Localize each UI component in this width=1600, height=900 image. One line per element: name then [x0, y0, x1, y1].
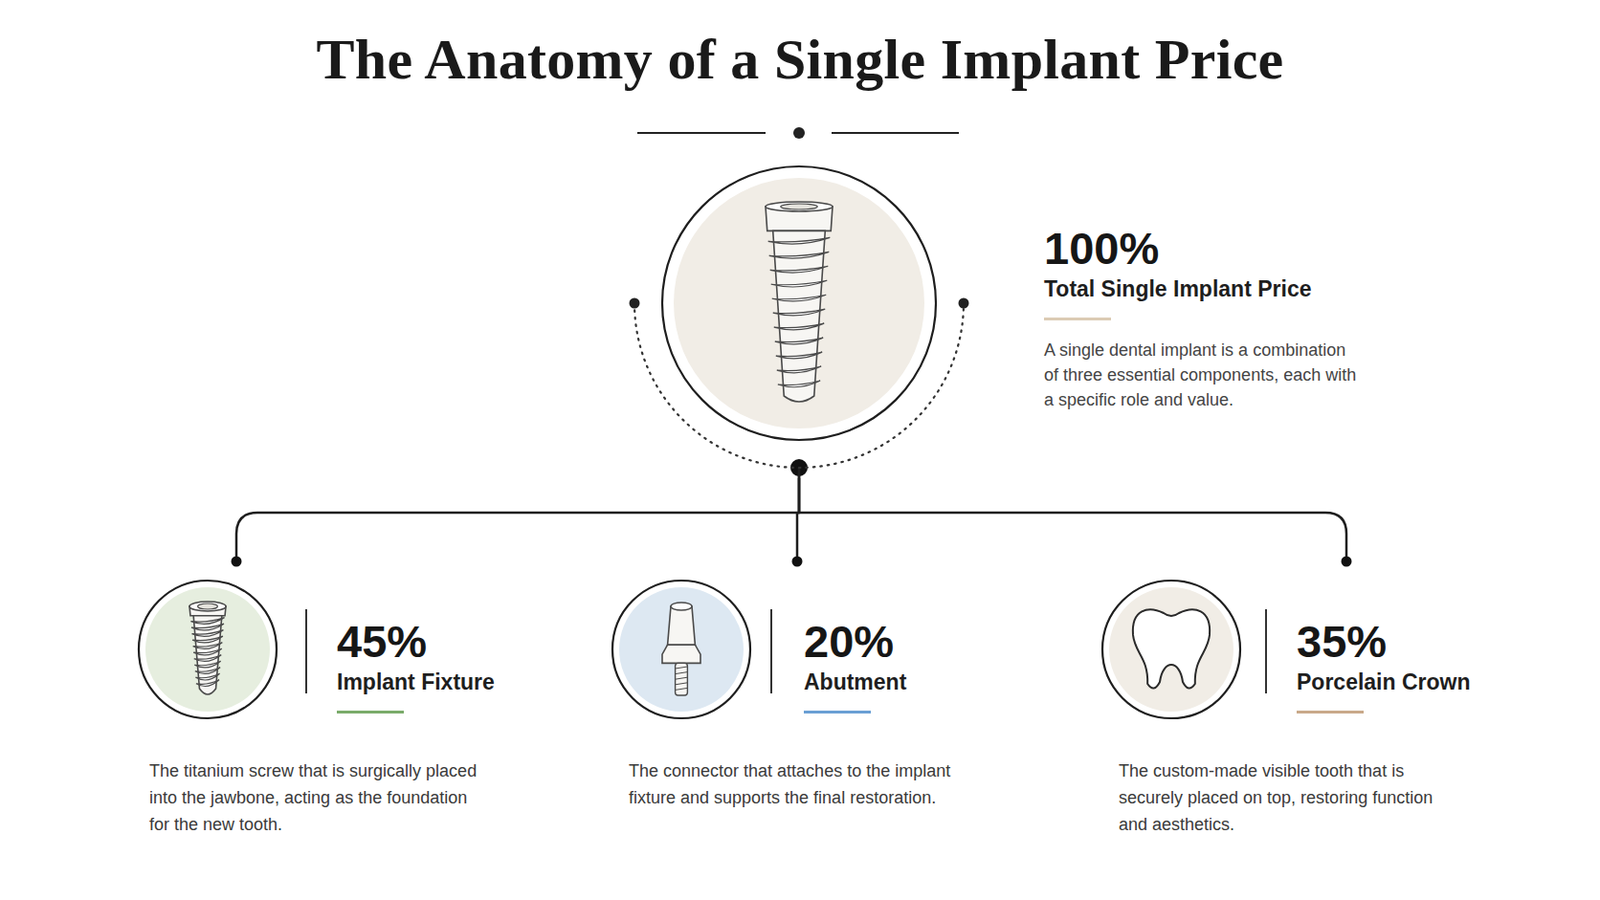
branch-connector [799, 467, 1353, 568]
end-dot [1341, 556, 1353, 568]
crown-tooth [1133, 609, 1210, 689]
diagram-title: The Anatomy of a Single Implant Price [0, 26, 1600, 93]
implant-thread [775, 337, 823, 345]
implant-thread [768, 237, 831, 245]
icon-circle-fill [673, 177, 925, 429]
percentage: 20% [803, 617, 996, 667]
icon-circle [1102, 580, 1241, 719]
icon-circle [662, 166, 936, 441]
description: The titanium screw that is surgically pl… [149, 757, 480, 839]
description-column: The titanium screw that is surgically pl… [149, 757, 480, 839]
text-column: 45%Implant Fixture [336, 617, 538, 714]
text-column: 100%Total Single Implant Price A single d… [1044, 223, 1360, 413]
icon-circle [138, 580, 277, 719]
implant-drawing [189, 601, 226, 695]
implant-thread [190, 618, 224, 625]
abutment-drawing [662, 602, 701, 696]
icon-circle [612, 580, 751, 719]
tooth-drawing [1133, 609, 1210, 689]
component-name: Total Single Implant Price [1044, 275, 1360, 305]
implant-thread [773, 309, 825, 316]
component-node: 20%AbutmentThe connector that attaches t… [612, 561, 1000, 833]
connector-line [236, 467, 800, 562]
text-column: 20%Abutment [803, 617, 996, 714]
implant-thread [193, 648, 223, 656]
accent-underline [336, 711, 404, 714]
component-node: 45%Implant FixtureThe titanium screw tha… [138, 561, 542, 845]
implant-thread [777, 380, 821, 388]
percentage: 35% [1296, 617, 1527, 667]
implant-thread [194, 655, 222, 663]
component-node: 35%Porcelain CrownThe custom-made visibl… [1102, 561, 1532, 845]
description-column: The connector that attaches to the impla… [628, 757, 959, 812]
implant-thread [770, 266, 829, 273]
description: The connector that attaches to the impla… [628, 757, 959, 812]
abutment-thread [675, 688, 689, 690]
accent-underline [1296, 711, 1364, 714]
branch-connector [231, 458, 810, 568]
end-dot [792, 556, 803, 568]
implant-thread [195, 673, 220, 681]
abutment-thread [675, 672, 689, 675]
divider-line [1265, 609, 1267, 694]
implant-drawing [765, 201, 833, 402]
implant-thread [777, 366, 822, 374]
implant-thread [771, 280, 828, 288]
ornament-line [831, 132, 959, 134]
component-name: Abutment [803, 668, 996, 698]
end-dot [231, 556, 243, 568]
implant-thread [769, 251, 830, 259]
description: The custom-made visible tooth that is se… [1118, 757, 1449, 839]
arc-end-dot [629, 298, 641, 310]
implant-thread [192, 636, 223, 644]
implant-thread [192, 630, 224, 638]
abutment-top [670, 602, 692, 611]
implant-thread [774, 323, 824, 331]
arc-end-dot [958, 298, 970, 310]
abutment-screw [675, 663, 689, 696]
text-column: 35%Porcelain Crown [1296, 617, 1527, 714]
total-price-node: 100%Total Single Implant Price A single d… [626, 162, 1364, 468]
connector-line [799, 467, 1347, 562]
accent-underline [1044, 317, 1112, 321]
implant-bore [198, 603, 219, 610]
icon-circle-fill [619, 587, 744, 712]
icon-circle-fill [1109, 587, 1234, 712]
implant-top [189, 601, 226, 612]
implant-thread [195, 667, 221, 675]
percentage: 45% [336, 617, 538, 667]
implant-thread [194, 661, 221, 668]
abutment-thread [675, 683, 689, 686]
abutment-thread [675, 677, 689, 680]
implant-thread [776, 352, 823, 359]
divider-line [770, 609, 773, 694]
component-name: Porcelain Crown [1296, 668, 1527, 698]
implant-top [765, 201, 833, 212]
ornament-dot [793, 127, 805, 139]
node-illustration [626, 162, 1355, 468]
implant-bore [780, 203, 819, 210]
implant-thread [191, 623, 224, 631]
accent-underline [803, 711, 871, 714]
description-column: The custom-made visible tooth that is se… [1118, 757, 1449, 839]
abutment-thread [675, 666, 689, 669]
icon-circle-fill [145, 587, 270, 712]
implant-thread [772, 294, 826, 302]
ornament-line [637, 132, 766, 134]
abutment-post [667, 606, 696, 645]
component-name: Implant Fixture [336, 668, 538, 698]
implant-thread [196, 680, 220, 688]
divider-line [305, 609, 308, 694]
percentage: 100% [1044, 223, 1360, 274]
abutment-collar [662, 644, 701, 664]
description: A single dental implant is a combination… [1044, 337, 1360, 413]
branch-connector [792, 467, 803, 568]
implant-thread [193, 643, 223, 650]
